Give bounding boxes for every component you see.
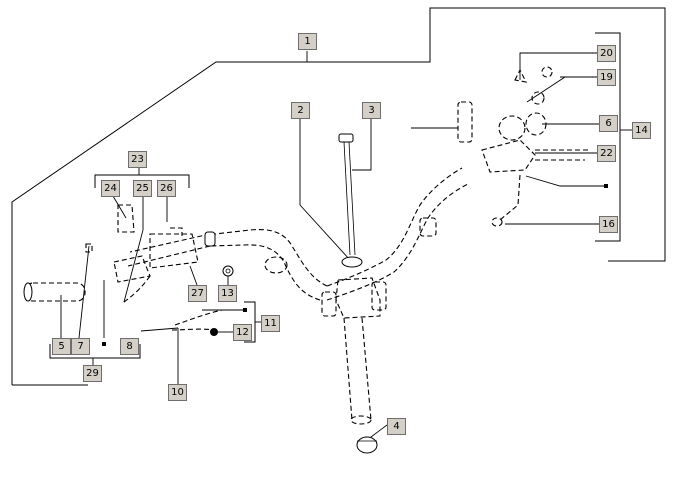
callout-8[interactable]: 8 <box>120 338 139 355</box>
callout-5[interactable]: 5 <box>52 338 71 355</box>
callout-1[interactable]: 1 <box>298 33 317 50</box>
callout-7[interactable]: 7 <box>71 338 90 355</box>
callout-2[interactable]: 2 <box>291 102 310 119</box>
callout-26[interactable]: 26 <box>157 180 176 197</box>
callout-27[interactable]: 27 <box>188 285 207 302</box>
callout-6[interactable]: 6 <box>599 115 618 132</box>
left-switch-assembly <box>85 204 234 336</box>
callout-23[interactable]: 23 <box>128 151 147 168</box>
callout-3[interactable]: 3 <box>362 102 381 119</box>
callout-4[interactable]: 4 <box>387 418 406 435</box>
callout-19[interactable]: 19 <box>597 69 616 86</box>
callout-13[interactable]: 13 <box>218 285 237 302</box>
callout-10[interactable]: 10 <box>168 384 187 401</box>
steering-column <box>321 133 387 454</box>
leader-lines <box>11 7 666 441</box>
callout-22[interactable]: 22 <box>597 145 616 162</box>
right-switch-assembly <box>457 66 590 227</box>
callout-12[interactable]: 12 <box>233 324 252 341</box>
callout-16[interactable]: 16 <box>599 216 618 233</box>
callout-25[interactable]: 25 <box>133 180 152 197</box>
callout-24[interactable]: 24 <box>101 180 120 197</box>
callout-14[interactable]: 14 <box>632 122 651 139</box>
callout-29[interactable]: 29 <box>83 365 102 382</box>
handlebar-assembly <box>23 167 469 302</box>
callout-11[interactable]: 11 <box>261 315 280 332</box>
callout-20[interactable]: 20 <box>597 45 616 62</box>
